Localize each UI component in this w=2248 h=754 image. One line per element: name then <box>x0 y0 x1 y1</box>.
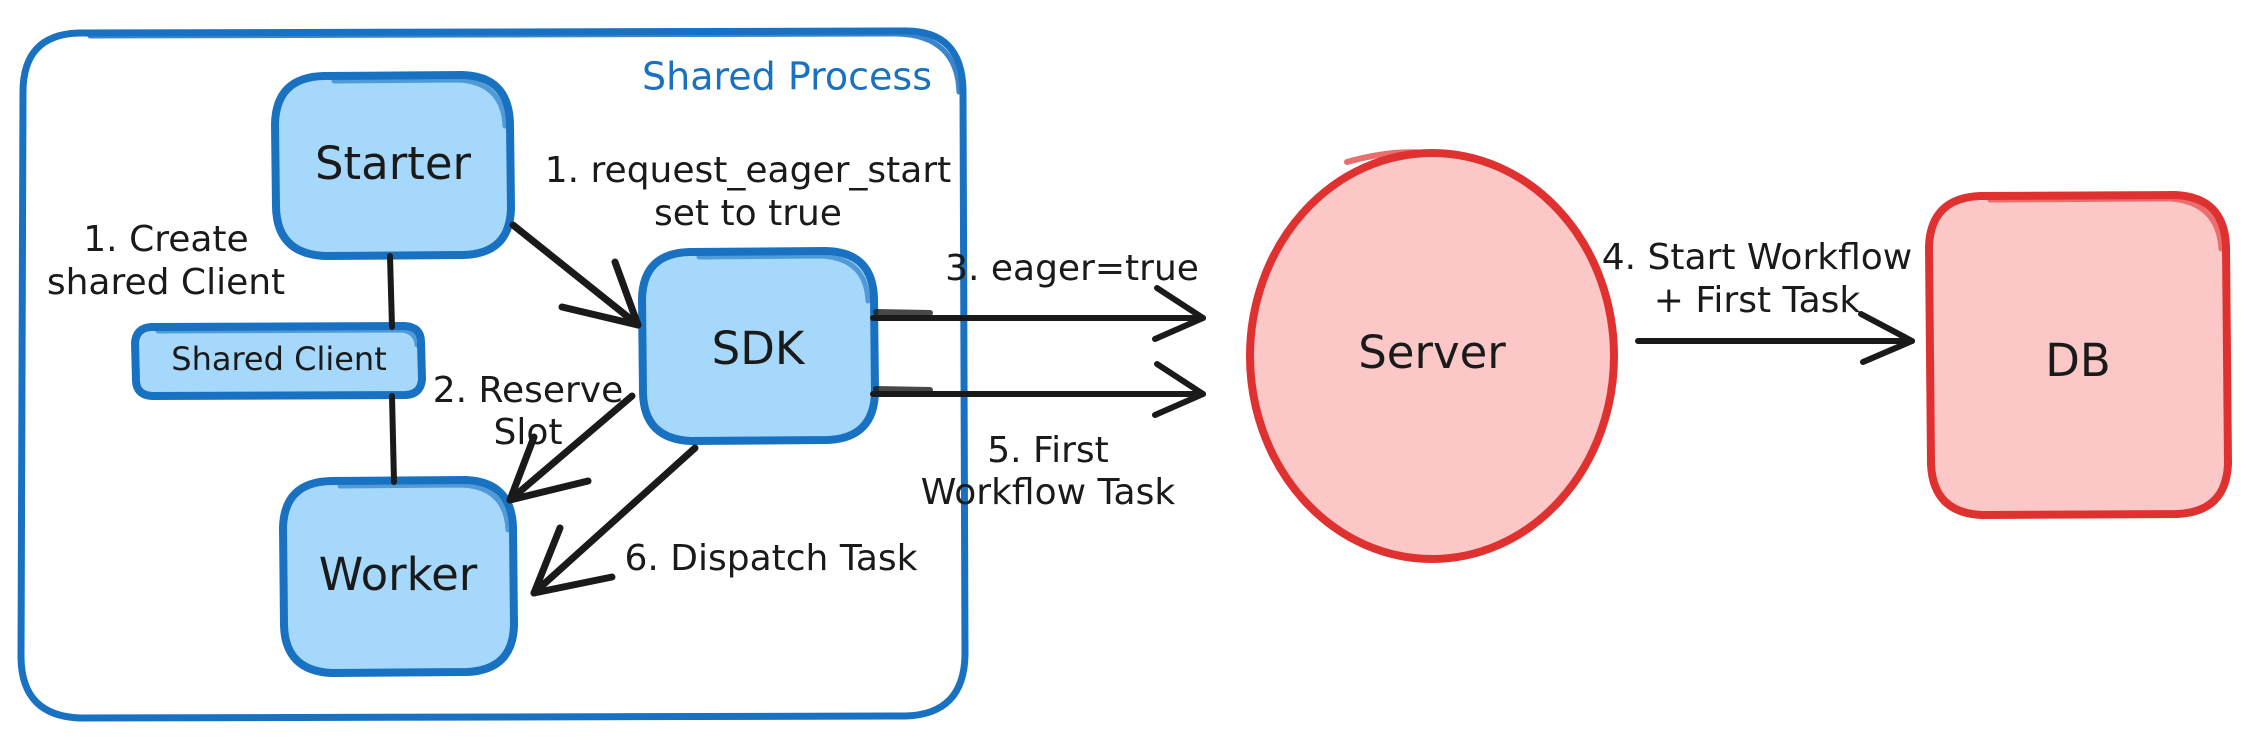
edge-sdk-worker-reserve[interactable]: 2. Reserve Slot <box>433 370 636 504</box>
edge2-arrowhead <box>506 433 592 504</box>
edge-server-db[interactable]: 4. Start Workflow + First Task <box>1602 237 1915 365</box>
node-shared-client[interactable]: Shared Client <box>131 322 426 400</box>
edge5-label-line1: 5. First <box>987 430 1109 471</box>
shared-process-label: Shared Process <box>642 55 932 99</box>
edge5-arrowhead <box>1152 361 1206 418</box>
edge1-arrowhead <box>558 258 642 329</box>
edge2-label-line2: Slot <box>494 412 563 453</box>
shared-client-shape <box>135 326 422 396</box>
edge-starter-sdk[interactable]: 1. request_eager_start set to true <box>509 150 952 329</box>
db-outline <box>1925 191 2232 519</box>
worker-label: Worker <box>319 548 478 601</box>
node-starter[interactable]: Starter <box>271 71 515 260</box>
worker-outline <box>279 476 518 677</box>
edge4-arrowhead <box>1858 311 1915 365</box>
shared-client-outline <box>131 322 426 400</box>
edge-starter-shared-client[interactable] <box>387 253 395 330</box>
edge-shared-client-worker[interactable] <box>389 393 397 485</box>
edge7-line <box>387 253 395 330</box>
shared-client-outline-overshoot <box>155 327 420 348</box>
group-shared-process[interactable]: Shared Process <box>17 27 969 722</box>
node-worker[interactable]: Worker <box>279 476 518 677</box>
edge4-label-line2: + First Task <box>1654 280 1861 321</box>
edge1-label-line2: set to true <box>654 193 842 234</box>
edge6-arrowhead <box>530 524 616 597</box>
starter-outline-overshoot <box>331 77 508 129</box>
sdk-shape <box>642 251 875 441</box>
edge3-label-line1: 3. eager=true <box>945 248 1199 289</box>
db-shape <box>1929 195 2228 515</box>
sdk-label: SDK <box>712 322 806 375</box>
edge5-tail-tick <box>873 386 933 393</box>
db-label: DB <box>2045 334 2111 387</box>
shared-process-border-overshoot <box>87 31 962 95</box>
edge5-label-line2: Workflow Task <box>921 472 1176 513</box>
edge1-label-line1: 1. request_eager_start <box>545 150 952 191</box>
sdk-outline-overshoot <box>696 253 871 304</box>
edge6-line <box>530 444 699 597</box>
node-server[interactable]: Server <box>1246 149 1618 563</box>
starter-shape <box>275 75 511 256</box>
node-db[interactable]: DB <box>1925 191 2232 519</box>
edge4-label-line1: 4. Start Workflow <box>1602 237 1912 278</box>
sdk-outline <box>638 247 879 445</box>
edge2-line <box>506 392 636 504</box>
edge-label-create-shared-client: 1. Create shared Client <box>47 219 285 303</box>
edge3-arrowhead <box>1152 285 1206 342</box>
edge6-label-line1: 6. Dispatch Task <box>624 538 917 579</box>
edge-sdk-server-first-task[interactable]: 5. First Workflow Task <box>870 361 1206 513</box>
starter-outline <box>271 71 515 260</box>
edge8-line <box>389 393 397 485</box>
edge-sdk-server-eager[interactable]: 3. eager=true <box>870 248 1206 342</box>
edge1-line <box>509 221 642 329</box>
shared-process-border <box>17 27 969 722</box>
edge3-tail-tick <box>873 309 933 316</box>
node-sdk[interactable]: SDK <box>638 247 879 445</box>
edge2-label-line1: 2. Reserve <box>433 370 624 411</box>
edge-sdk-worker-dispatch[interactable]: 6. Dispatch Task <box>530 444 918 597</box>
server-outline-overshoot <box>1344 149 1435 165</box>
server-label: Server <box>1358 326 1506 379</box>
shared-client-label: Shared Client <box>171 340 386 378</box>
server-shape <box>1250 153 1614 559</box>
starter-label: Starter <box>315 137 472 190</box>
step1-create-line1: 1. Create <box>83 219 248 260</box>
db-outline-overshoot <box>1987 196 2224 252</box>
step1-create-line2: shared Client <box>47 262 285 303</box>
worker-outline-overshoot <box>337 482 511 533</box>
worker-shape <box>283 480 514 673</box>
